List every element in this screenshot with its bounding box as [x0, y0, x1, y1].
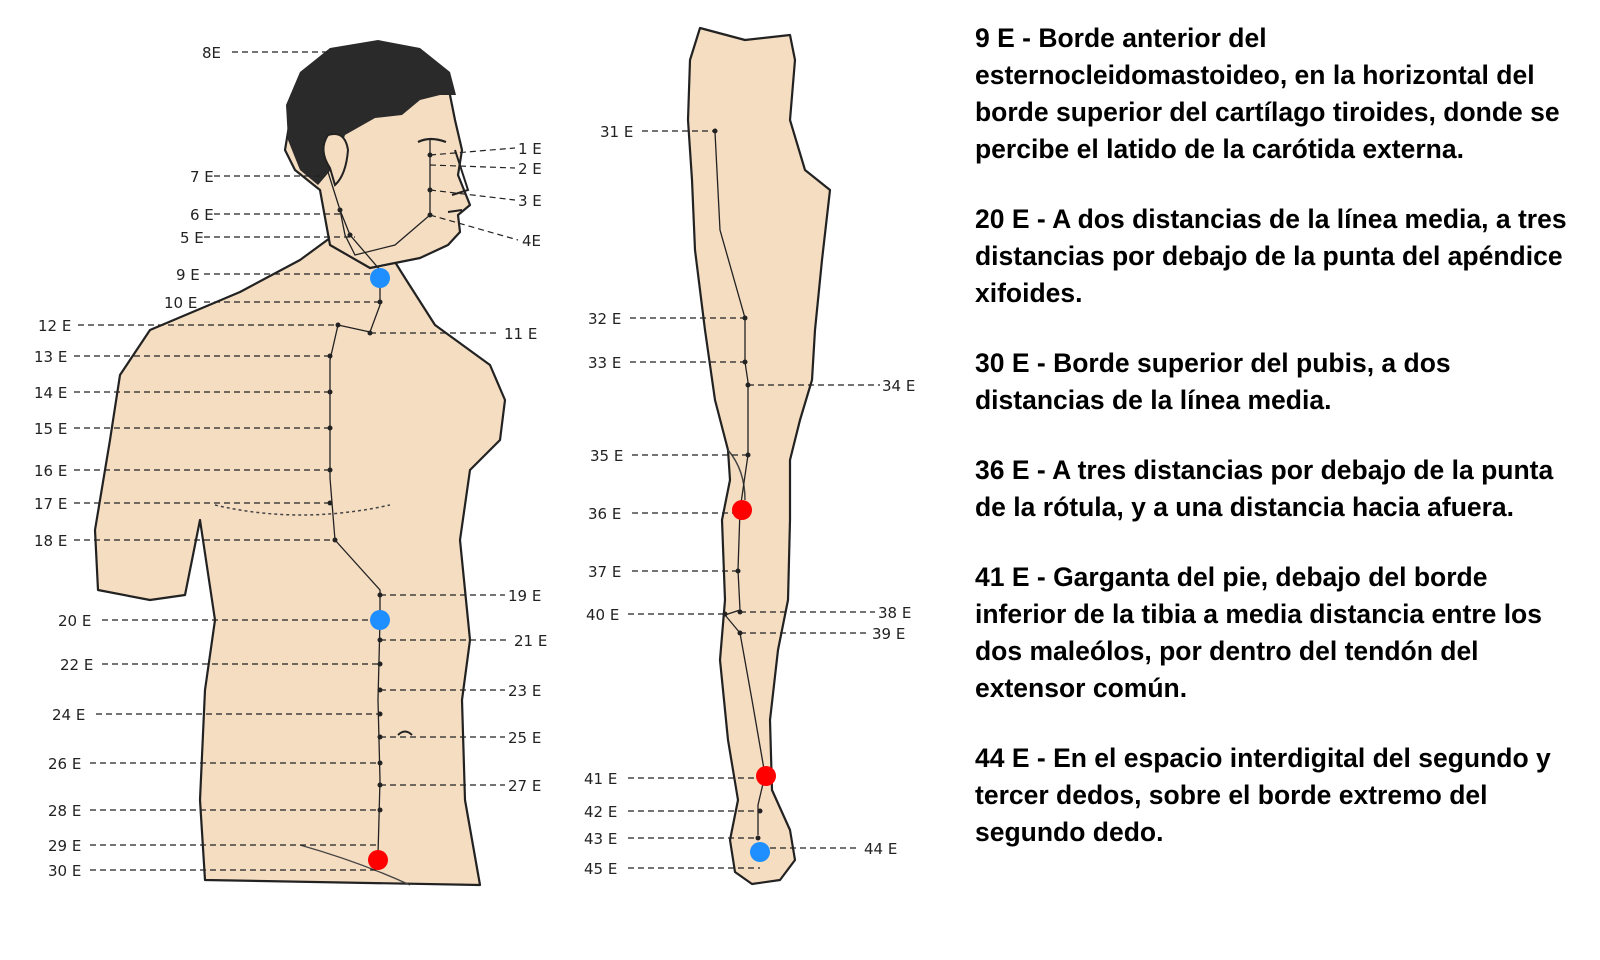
navel: [397, 730, 413, 736]
leg-left-guides: [628, 130, 762, 869]
description-text: - A dos distancias de la línea media, a …: [975, 204, 1567, 308]
ear: [322, 133, 350, 187]
torso-nodes: [327, 152, 433, 813]
description-code: 36 E: [975, 455, 1030, 485]
mouth: [447, 209, 463, 213]
point-label: 45 E: [584, 860, 617, 878]
description-36e: 36 E - A tres distancias por debajo de l…: [975, 452, 1585, 526]
torso-left-guides: [74, 51, 380, 871]
description-30e: 30 E - Borde superior del pubis, a dos d…: [975, 345, 1585, 419]
leg-right-guides: [740, 384, 880, 849]
acupuncture-diagram: 8E 7 E 6 E 5 E 9 E 10 E 12 E 13 E 14 E 1…: [34, 26, 915, 887]
point-label: 42 E: [584, 803, 617, 821]
point-label: 13 E: [34, 348, 67, 366]
point-label: 19 E: [508, 587, 541, 605]
point-label: 10 E: [164, 294, 197, 312]
knee-contour: [727, 449, 746, 501]
description-9e: 9 E - Borde anterior del esternocleidoma…: [975, 20, 1585, 168]
point-label: 28 E: [48, 802, 81, 820]
torso-labels-left: 8E 7 E 6 E 5 E 9 E 10 E 12 E 13 E 14 E 1…: [34, 44, 221, 880]
point-label: 12 E: [38, 317, 71, 335]
leg-labels-left: 31 E 32 E 33 E 35 E 36 E 37 E 40 E 41 E …: [584, 123, 633, 878]
point-label: 30 E: [48, 862, 81, 880]
point-label: 24 E: [52, 706, 85, 724]
leg-labels-right: 34 E 38 E 39 E 44 E: [864, 377, 915, 858]
description-code: 20 E: [975, 204, 1030, 234]
leg-body: [686, 26, 832, 886]
point-label: 16 E: [34, 462, 67, 480]
nose: [451, 149, 470, 196]
point-label: 40 E: [586, 606, 619, 624]
torso-meridian-line: [327, 140, 431, 856]
point-label: 23 E: [508, 682, 541, 700]
point-label: 29 E: [48, 837, 81, 855]
highlight-point-9e: [370, 268, 390, 288]
description-code: 30 E: [975, 348, 1030, 378]
point-label: 26 E: [48, 755, 81, 773]
point-label: 9 E: [176, 266, 200, 284]
point-label: 41 E: [584, 770, 617, 788]
point-label: 38 E: [878, 604, 911, 622]
point-descriptions: 9 E - Borde anterior del esternocleidoma…: [975, 20, 1585, 884]
highlight-point-44e: [750, 842, 770, 862]
description-text: - En el espacio interdigital del segundo…: [975, 743, 1551, 847]
point-label: 7 E: [190, 168, 214, 186]
point-label: 43 E: [584, 830, 617, 848]
point-label: 11 E: [504, 325, 537, 343]
point-label: 36 E: [588, 505, 621, 523]
description-20e: 20 E - A dos distancias de la línea medi…: [975, 201, 1585, 312]
point-label: 15 E: [34, 420, 67, 438]
point-label: 4E: [522, 232, 541, 250]
torso-figure: [74, 40, 519, 887]
point-label: 22 E: [60, 656, 93, 674]
point-label: 31 E: [600, 123, 633, 141]
torso-right-guides: [370, 147, 519, 786]
description-41e: 41 E - Garganta del pie, debajo del bord…: [975, 559, 1585, 707]
torso-body: [93, 236, 507, 887]
point-label: 27 E: [508, 777, 541, 795]
point-label: 3 E: [518, 192, 542, 210]
point-label: 20 E: [58, 612, 91, 630]
groin-line: [299, 844, 411, 886]
point-label: 2 E: [518, 160, 542, 178]
eye: [417, 137, 447, 144]
description-text: - A tres distancias por debajo de la pun…: [975, 455, 1554, 522]
highlight-point-41e: [756, 766, 776, 786]
description-text: - Borde superior del pubis, a dos distan…: [975, 348, 1451, 415]
highlight-point-36e: [732, 500, 752, 520]
point-label: 6 E: [190, 206, 214, 224]
point-label: 44 E: [864, 840, 897, 858]
point-label: 32 E: [588, 310, 621, 328]
description-44e: 44 E - En el espacio interdigital del se…: [975, 740, 1585, 851]
point-label: 14 E: [34, 384, 67, 402]
description-code: 41 E: [975, 562, 1030, 592]
description-code: 9 E: [975, 23, 1015, 53]
leg-figure: [628, 26, 880, 886]
leg-nodes: [712, 128, 763, 841]
description-text: - Garganta del pie, debajo del borde inf…: [975, 562, 1542, 703]
chest-contour: [214, 504, 391, 516]
torso-labels-right: 1 E 2 E 3 E 4E 11 E 19 E 21 E 23 E 25 E …: [504, 140, 547, 795]
highlight-point-20e: [370, 610, 390, 630]
point-label: 17 E: [34, 495, 67, 513]
point-label: 1 E: [518, 140, 542, 158]
point-label: 39 E: [872, 625, 905, 643]
point-label: 25 E: [508, 729, 541, 747]
highlight-point-30e: [368, 850, 388, 870]
point-label: 5 E: [180, 229, 204, 247]
point-label: 35 E: [590, 447, 623, 465]
description-text: - Borde anterior del esternocleidomastoi…: [975, 23, 1560, 164]
point-label: 34 E: [882, 377, 915, 395]
point-label: 37 E: [588, 563, 621, 581]
point-label: 8E: [202, 44, 221, 62]
description-code: 44 E: [975, 743, 1030, 773]
point-label: 33 E: [588, 354, 621, 372]
point-label: 21 E: [514, 632, 547, 650]
point-label: 18 E: [34, 532, 67, 550]
